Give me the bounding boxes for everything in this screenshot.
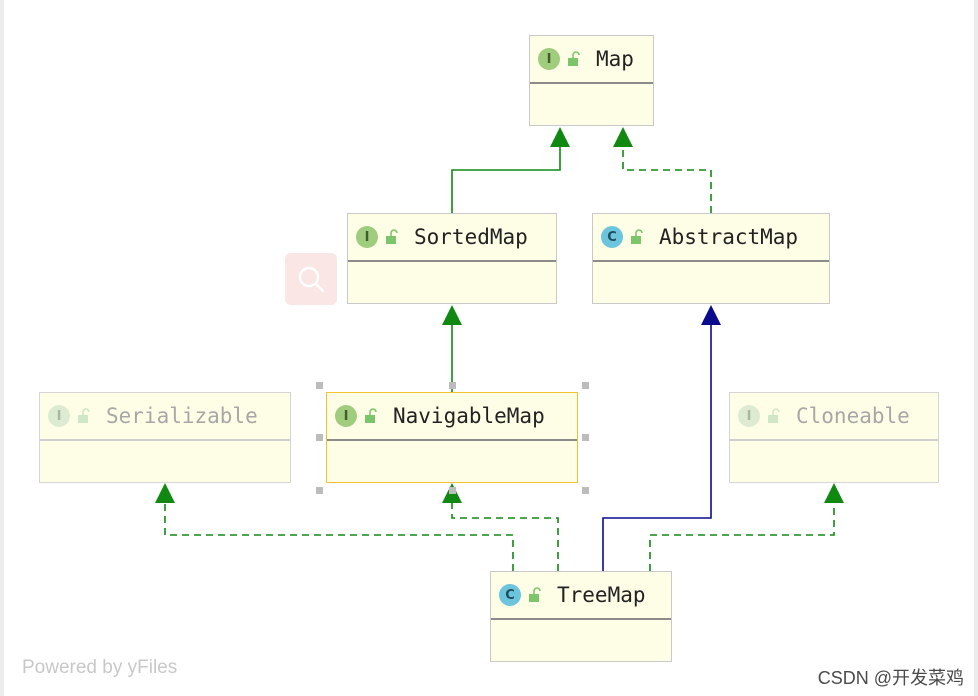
unlocked-icon — [768, 408, 780, 423]
node-treemap-header: C TreeMap — [491, 572, 671, 620]
arrowhead-treemap-serializable — [155, 483, 175, 503]
unlocked-icon — [631, 229, 643, 244]
unlocked-icon — [568, 51, 580, 66]
arrowhead-abstractmap-map — [613, 127, 633, 147]
arrowhead-treemap-cloneable — [824, 483, 844, 503]
unlocked-icon — [386, 229, 398, 244]
edge-abstractmap-to-map — [622, 147, 712, 213]
edge-treemap-to-serializable — [164, 503, 514, 571]
edge-sortedmap-to-map — [451, 147, 561, 213]
right-border — [974, 0, 978, 696]
selection-handle-bottom-left[interactable] — [316, 487, 323, 494]
node-abstractmap[interactable]: C AbstractMap — [592, 213, 830, 304]
edge-treemap-to-navigablemap — [451, 503, 559, 571]
unlocked-icon — [78, 408, 90, 423]
node-navigablemap-name: NavigableMap — [393, 404, 545, 428]
node-map-name: Map — [596, 47, 634, 71]
node-cloneable-name: Cloneable — [796, 404, 910, 428]
watermark-label: CSDN @开发菜鸡 — [817, 668, 964, 688]
interface-icon: I — [335, 405, 357, 427]
node-sortedmap-header: I SortedMap — [348, 214, 556, 262]
interface-icon: I — [48, 405, 70, 427]
selection-handle-middle-left[interactable] — [316, 434, 323, 441]
node-treemap[interactable]: C TreeMap — [490, 571, 672, 662]
arrowhead-navigablemap-sortedmap — [442, 305, 462, 325]
arrowhead-treemap-abstractmap — [701, 305, 721, 325]
node-sortedmap-name: SortedMap — [414, 225, 528, 249]
node-serializable[interactable]: I Serializable — [39, 392, 291, 483]
node-treemap-name: TreeMap — [557, 583, 646, 607]
selection-handle-bottom-middle[interactable] — [449, 487, 456, 494]
interface-icon: I — [356, 226, 378, 248]
powered-by-label: Powered by yFiles — [22, 657, 178, 678]
node-abstractmap-header: C AbstractMap — [593, 214, 829, 262]
class-icon: C — [499, 584, 521, 606]
node-cloneable[interactable]: I Cloneable — [729, 392, 939, 483]
class-icon: C — [601, 226, 623, 248]
unlocked-icon — [529, 587, 541, 602]
search-button[interactable] — [285, 253, 337, 305]
left-border — [0, 0, 4, 696]
node-cloneable-header: I Cloneable — [730, 393, 938, 441]
node-navigablemap-header: I NavigableMap — [327, 393, 577, 441]
selection-handle-top-left[interactable] — [316, 382, 323, 389]
node-serializable-name: Serializable — [106, 404, 258, 428]
node-map[interactable]: I Map — [529, 35, 654, 126]
edge-treemap-to-abstractmap — [602, 325, 712, 571]
node-serializable-header: I Serializable — [40, 393, 290, 441]
selection-handle-top-middle[interactable] — [449, 382, 456, 389]
node-sortedmap[interactable]: I SortedMap — [347, 213, 557, 304]
search-icon — [298, 266, 325, 293]
selection-handle-middle-right[interactable] — [582, 434, 589, 441]
edge-treemap-to-cloneable — [649, 503, 835, 571]
interface-icon: I — [738, 405, 760, 427]
node-map-header: I Map — [530, 36, 653, 84]
node-navigablemap[interactable]: I NavigableMap — [326, 392, 578, 483]
interface-icon: I — [538, 48, 560, 70]
selection-handle-top-right[interactable] — [582, 382, 589, 389]
selection-handle-bottom-right[interactable] — [582, 487, 589, 494]
unlocked-icon — [365, 408, 377, 423]
node-abstractmap-name: AbstractMap — [659, 225, 799, 249]
arrowhead-sortedmap-map — [550, 127, 570, 147]
